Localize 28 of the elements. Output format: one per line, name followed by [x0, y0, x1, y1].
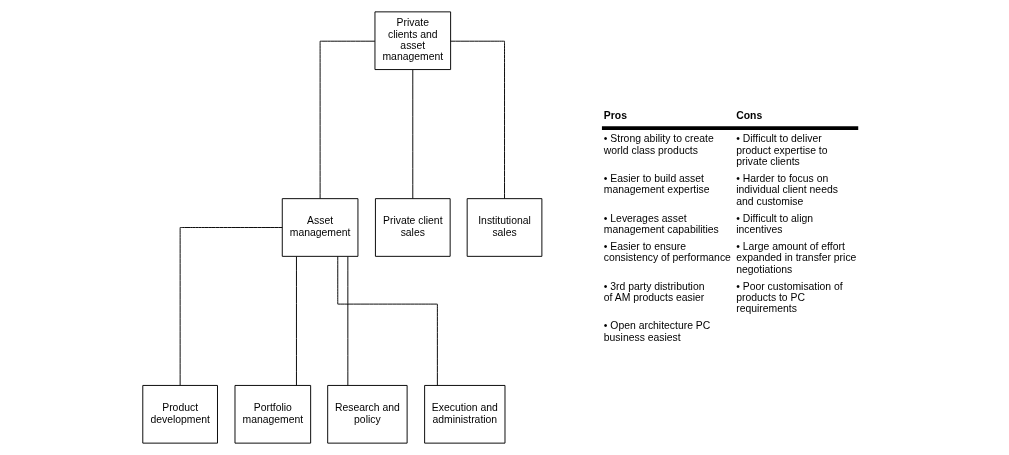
connector	[336, 256, 438, 386]
node-box: Private client sales	[374, 198, 451, 257]
label: • Easier to ensure consistency of performance	[603, 241, 731, 264]
label: • Large amount of effort expanded in transfer price negotiations	[735, 241, 856, 275]
node-box: Research and policy	[326, 384, 408, 444]
connector	[179, 227, 283, 386]
node-box: Private clients and asset management	[374, 11, 451, 71]
connector	[319, 40, 375, 199]
connector	[411, 69, 413, 199]
label: • Harder to focus on individual client needs and customise	[735, 172, 838, 207]
node-box: Institutional sales	[466, 198, 542, 257]
label: • Difficult to deliver product expertise to private clients	[735, 133, 827, 167]
node-box: Asset management	[281, 198, 358, 257]
label: • Difficult to align incentives	[735, 212, 813, 235]
label: • Poor customisation of products to PC requirements	[735, 280, 843, 315]
node-box: Portfolio management	[234, 384, 311, 444]
connector	[295, 256, 297, 386]
connector	[449, 40, 505, 199]
label: • Easier to build asset management expertise	[603, 172, 710, 196]
connector	[346, 256, 348, 386]
label: • Strong ability to create world class products	[603, 133, 714, 156]
label: Cons	[735, 109, 762, 121]
label: Pros	[603, 109, 627, 121]
node-box: Execution and administration	[423, 384, 505, 444]
node-box: Product development	[141, 384, 218, 444]
label: • Leverages asset management capabilities	[603, 212, 719, 235]
label: • Open architecture PC business easiest	[603, 320, 710, 343]
label: • 3rd party distribution of AM products easier	[603, 280, 704, 304]
